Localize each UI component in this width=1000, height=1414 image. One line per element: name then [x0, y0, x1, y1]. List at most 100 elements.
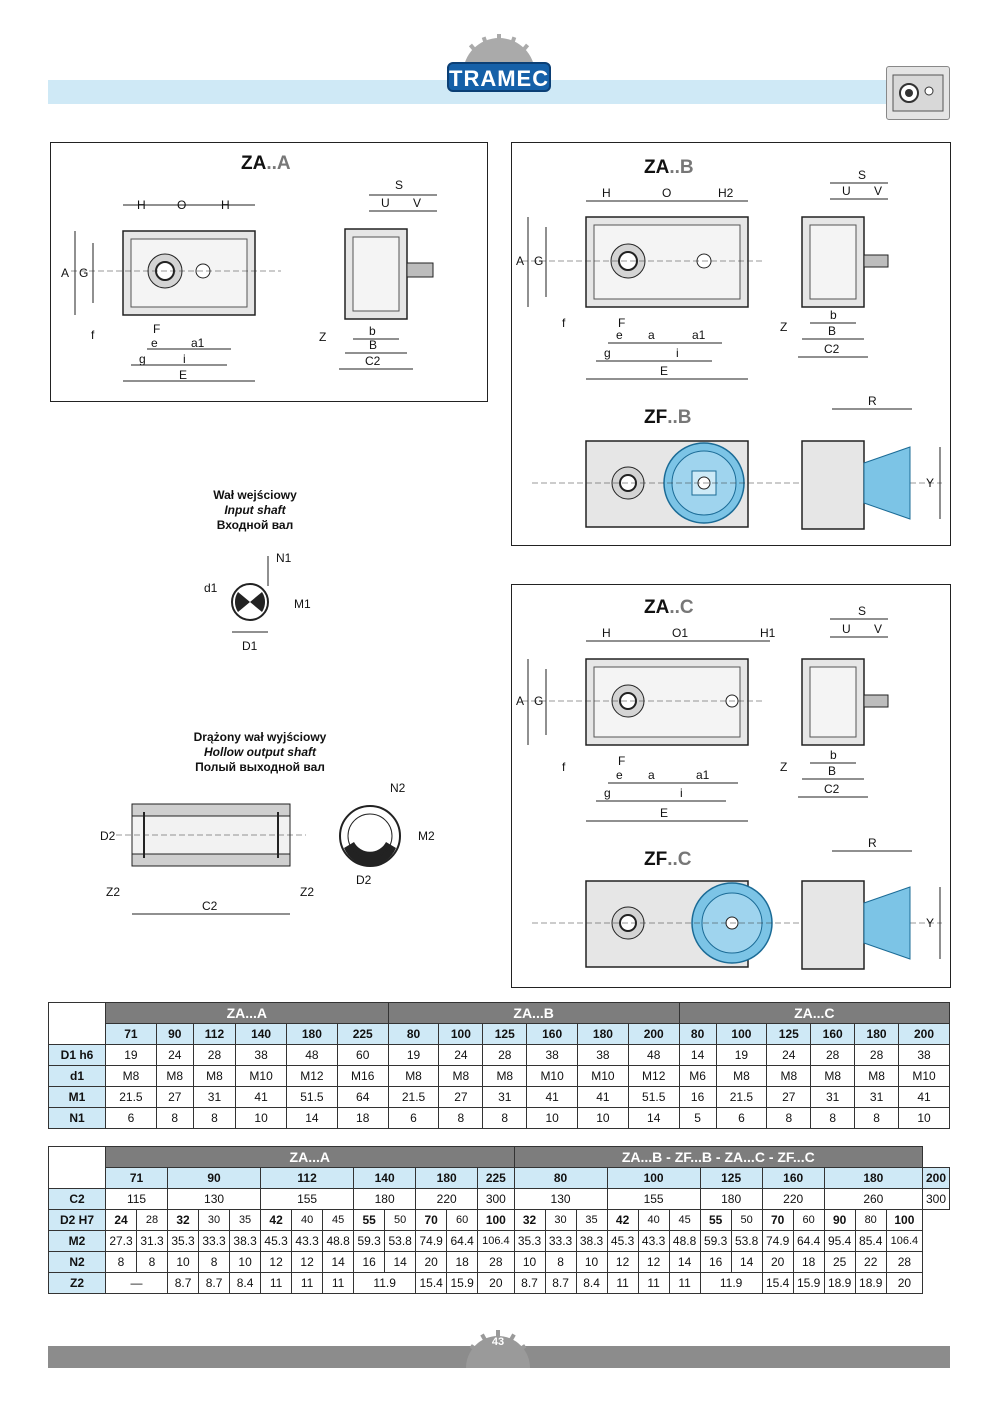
table-cell: 74.9	[761, 1230, 794, 1252]
table-cell: 130	[167, 1188, 262, 1210]
gearbox-thumbnail-icon	[886, 66, 950, 120]
table-cell: 11	[606, 1272, 639, 1294]
svg-text:S: S	[395, 178, 403, 192]
row-label: N1	[48, 1107, 106, 1129]
row-label: C2	[48, 1188, 106, 1210]
svg-text:C2: C2	[824, 342, 840, 356]
svg-text:Z: Z	[780, 320, 787, 334]
table-cell: 50	[384, 1209, 417, 1231]
svg-text:S: S	[858, 604, 866, 618]
table-corner	[48, 1002, 106, 1045]
svg-text:S: S	[858, 168, 866, 182]
table-cell: 8	[810, 1107, 856, 1129]
table-cell: 155	[260, 1188, 355, 1210]
page-number: 43	[491, 1336, 505, 1348]
row-label: M2	[48, 1230, 106, 1252]
svg-text:i: i	[680, 786, 683, 800]
table-cell: 10	[513, 1251, 546, 1273]
table-cell: 100	[885, 1209, 924, 1231]
table-cell: 8	[482, 1107, 528, 1129]
table-cell: 42	[606, 1209, 639, 1231]
table-cell: 38.3	[229, 1230, 262, 1252]
table-cell: 11	[322, 1272, 355, 1294]
svg-text:B: B	[828, 324, 836, 338]
table-cell: 48.8	[668, 1230, 701, 1252]
table-cell: 90	[823, 1209, 856, 1231]
table-cell: 28	[810, 1044, 856, 1066]
svg-text:E: E	[660, 364, 668, 378]
table-cell: M8	[715, 1065, 768, 1087]
table-cell: 220	[415, 1188, 479, 1210]
svg-text:E: E	[179, 368, 187, 382]
table-cell: 38	[898, 1044, 950, 1066]
table-cell: 115	[104, 1188, 169, 1210]
table-cell: 38	[526, 1044, 579, 1066]
table-cell: 45	[668, 1209, 701, 1231]
svg-text:M1: M1	[294, 597, 311, 611]
table-cell: 60	[336, 1044, 389, 1066]
panel-title: ZA..C	[644, 597, 694, 618]
svg-text:D2: D2	[100, 829, 116, 843]
table-cell: 300	[922, 1188, 950, 1210]
table-cell: 41	[577, 1086, 629, 1108]
table-cell: M10	[577, 1065, 629, 1087]
table-cell: 10	[229, 1251, 262, 1273]
svg-text:F: F	[153, 322, 160, 336]
table-cell: 24	[104, 1209, 138, 1231]
table-cell: 16	[699, 1251, 732, 1273]
size-cell: 71	[105, 1023, 157, 1045]
group-header: ZA...C	[678, 1002, 951, 1024]
table-cell: 5	[678, 1107, 717, 1129]
size-cell: 125	[699, 1167, 763, 1189]
table-cell: 10	[898, 1107, 950, 1129]
svg-text:Z: Z	[780, 760, 787, 774]
table-cell: 20	[885, 1272, 924, 1294]
svg-text:H: H	[602, 626, 611, 640]
size-cell: 200	[627, 1023, 680, 1045]
table-cell: 100	[477, 1209, 515, 1231]
table-cell: 8.7	[513, 1272, 546, 1294]
svg-text:R: R	[868, 836, 877, 850]
table-cell: 15.9	[446, 1272, 479, 1294]
size-cell: 180	[415, 1167, 479, 1189]
table-cell: 8	[544, 1251, 577, 1273]
table-cell: 220	[761, 1188, 825, 1210]
table-cell: M8	[387, 1065, 440, 1087]
size-cell: 160	[810, 1023, 856, 1045]
table-cell: 130	[513, 1188, 608, 1210]
row-label: D2 H7	[48, 1209, 106, 1231]
page-gear-icon	[466, 1330, 530, 1368]
table-cell: 48	[285, 1044, 338, 1066]
table-cell: 70	[761, 1209, 794, 1231]
svg-text:V: V	[874, 622, 882, 636]
row-label: Z2	[48, 1272, 106, 1294]
svg-text:C2: C2	[365, 354, 381, 368]
table-cell: 8	[854, 1107, 900, 1129]
table-cell: 85.4	[854, 1230, 887, 1252]
table-cell: 19	[387, 1044, 440, 1066]
size-cell: 125	[482, 1023, 528, 1045]
svg-text:f: f	[562, 316, 566, 330]
table-cell: 20	[761, 1251, 794, 1273]
table-cell: 51.5	[627, 1086, 680, 1108]
table-cell: 11.9	[353, 1272, 417, 1294]
table-cell: 300	[477, 1188, 515, 1210]
table-cell: 27	[438, 1086, 484, 1108]
table-cell: 180	[353, 1188, 417, 1210]
input-shaft-drawing: N1 M1 d1 D1	[204, 551, 311, 653]
table-cell: 11	[291, 1272, 324, 1294]
svg-text:H2: H2	[718, 186, 734, 200]
table-cell: 43.3	[291, 1230, 324, 1252]
table-cell: 24	[438, 1044, 484, 1066]
table-cell: 27.3	[104, 1230, 138, 1252]
input-shaft-caption: Wał wejściowy Input shaft Входной вал	[213, 488, 297, 532]
